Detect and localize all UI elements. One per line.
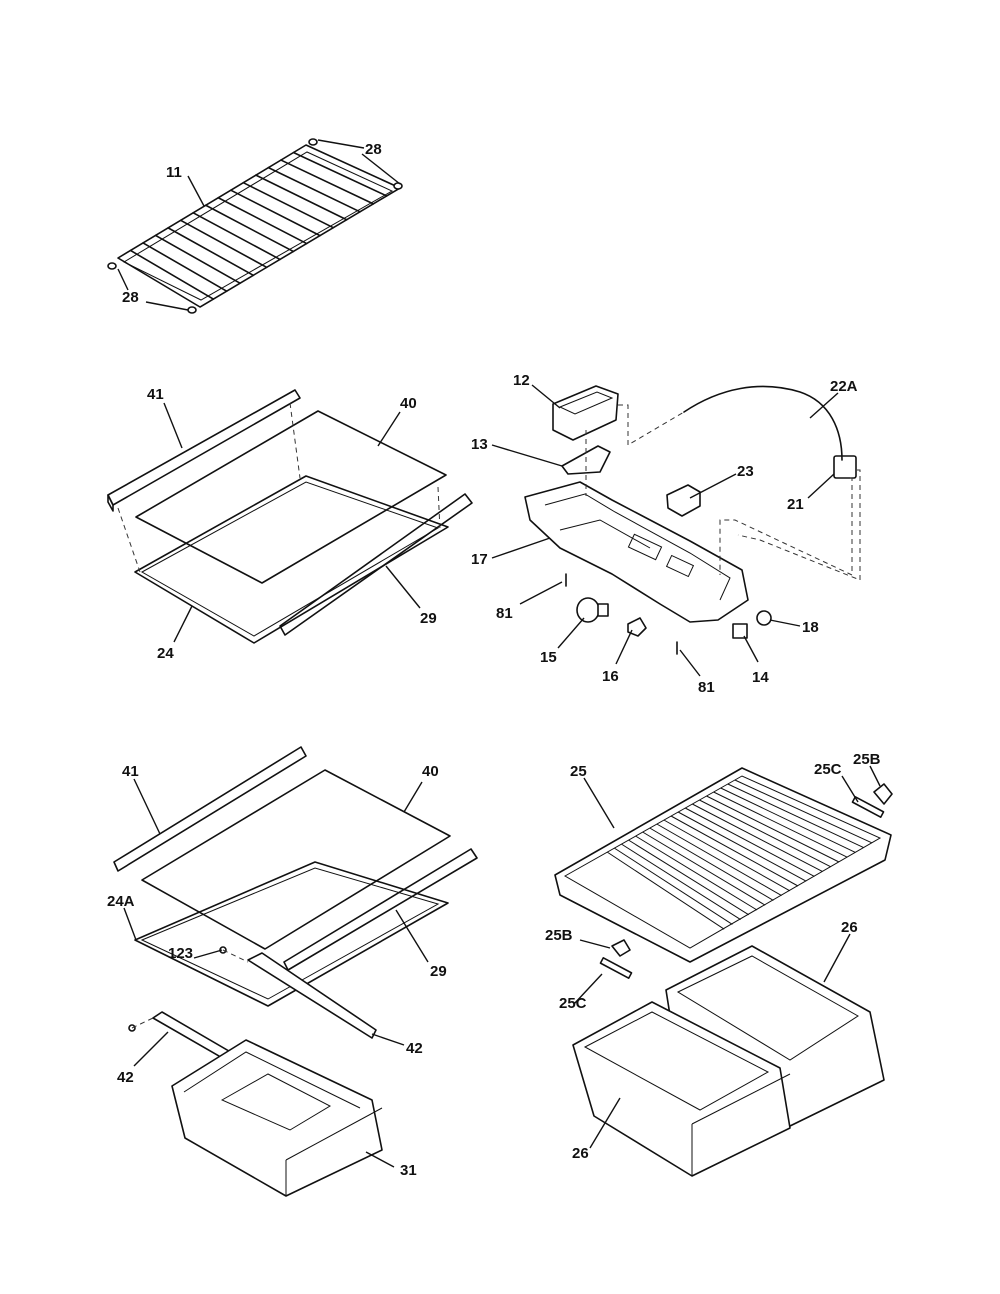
shape-line [720, 787, 856, 853]
callout-label: 31 [400, 1162, 417, 1179]
shape-line [670, 815, 799, 887]
callout-label: 14 [752, 669, 769, 686]
shape-line [230, 189, 321, 237]
shape-line [727, 783, 864, 849]
shape-line [242, 181, 335, 229]
callout-label: 40 [422, 763, 439, 780]
callout-label: 28 [122, 289, 139, 306]
callout-label: 25C [559, 995, 587, 1012]
glass-shelf-lower [113, 746, 478, 1091]
shape-line [167, 227, 255, 277]
shape-line [154, 234, 241, 285]
shape-line [677, 811, 807, 882]
callout-label: 25B [853, 751, 881, 768]
callout-label: 81 [496, 605, 513, 622]
shape-line [606, 851, 725, 930]
callout-label: 17 [471, 551, 488, 568]
shape-line [706, 795, 840, 863]
shape-line [204, 204, 295, 253]
callout-label: 25C [814, 761, 842, 778]
crisper-pan [171, 1039, 383, 1197]
shape-line [217, 196, 308, 245]
callout-label: 26 [572, 1145, 589, 1162]
callout-label: 42 [117, 1069, 134, 1086]
callout-label: 13 [471, 436, 488, 453]
callout-labels: 11 28 28 41 40 29 24 12 22A 13 23 21 17 … [107, 141, 881, 1179]
leader-lines [117, 139, 881, 1168]
shape-line [179, 219, 268, 269]
shape-line [699, 799, 832, 868]
callout-label: 41 [122, 763, 139, 780]
shape-line [267, 166, 361, 213]
callout-label: 81 [698, 679, 715, 696]
callout-label: 123 [168, 945, 193, 962]
callout-label: 41 [147, 386, 164, 403]
callout-label: 24A [107, 893, 135, 910]
callout-label: 29 [420, 610, 437, 627]
shape-line [656, 823, 782, 897]
shape-line [692, 803, 823, 873]
callout-label: 23 [737, 463, 754, 480]
crisper-cover [554, 767, 893, 979]
glass-shelf-upper [107, 389, 473, 644]
shape-line [628, 839, 750, 916]
shape-line [129, 249, 215, 300]
shape-line [192, 212, 281, 261]
callout-label: 25B [545, 927, 573, 944]
shape-line [621, 843, 741, 921]
crisper-drawers [572, 945, 885, 1177]
callout-label: 15 [540, 649, 557, 666]
callout-label: 16 [602, 668, 619, 685]
shape-line [713, 791, 848, 858]
callout-label: 28 [365, 141, 382, 158]
callout-label: 29 [430, 963, 447, 980]
callout-label: 12 [513, 372, 530, 389]
callout-label: 22A [830, 378, 858, 395]
callout-label: 26 [841, 919, 858, 936]
callout-label: 42 [406, 1040, 423, 1057]
shape-line [663, 819, 791, 892]
shape-line [642, 831, 766, 906]
shape-line [255, 174, 348, 221]
shape-line [142, 242, 228, 292]
shape-line [684, 807, 815, 877]
wire-shelf [107, 138, 403, 314]
shape-line [280, 159, 375, 205]
callout-label: 24 [157, 645, 174, 662]
shape-line [635, 835, 758, 911]
shape-line [734, 779, 873, 844]
shape-line [649, 827, 774, 901]
callout-label: 18 [802, 619, 819, 636]
callout-label: 11 [166, 164, 182, 181]
callout-label: 25 [570, 763, 587, 780]
shape-line [613, 847, 733, 925]
shape-line [292, 151, 388, 197]
light-control-assembly [524, 385, 861, 655]
callout-label: 40 [400, 395, 417, 412]
callout-label: 21 [787, 496, 804, 513]
